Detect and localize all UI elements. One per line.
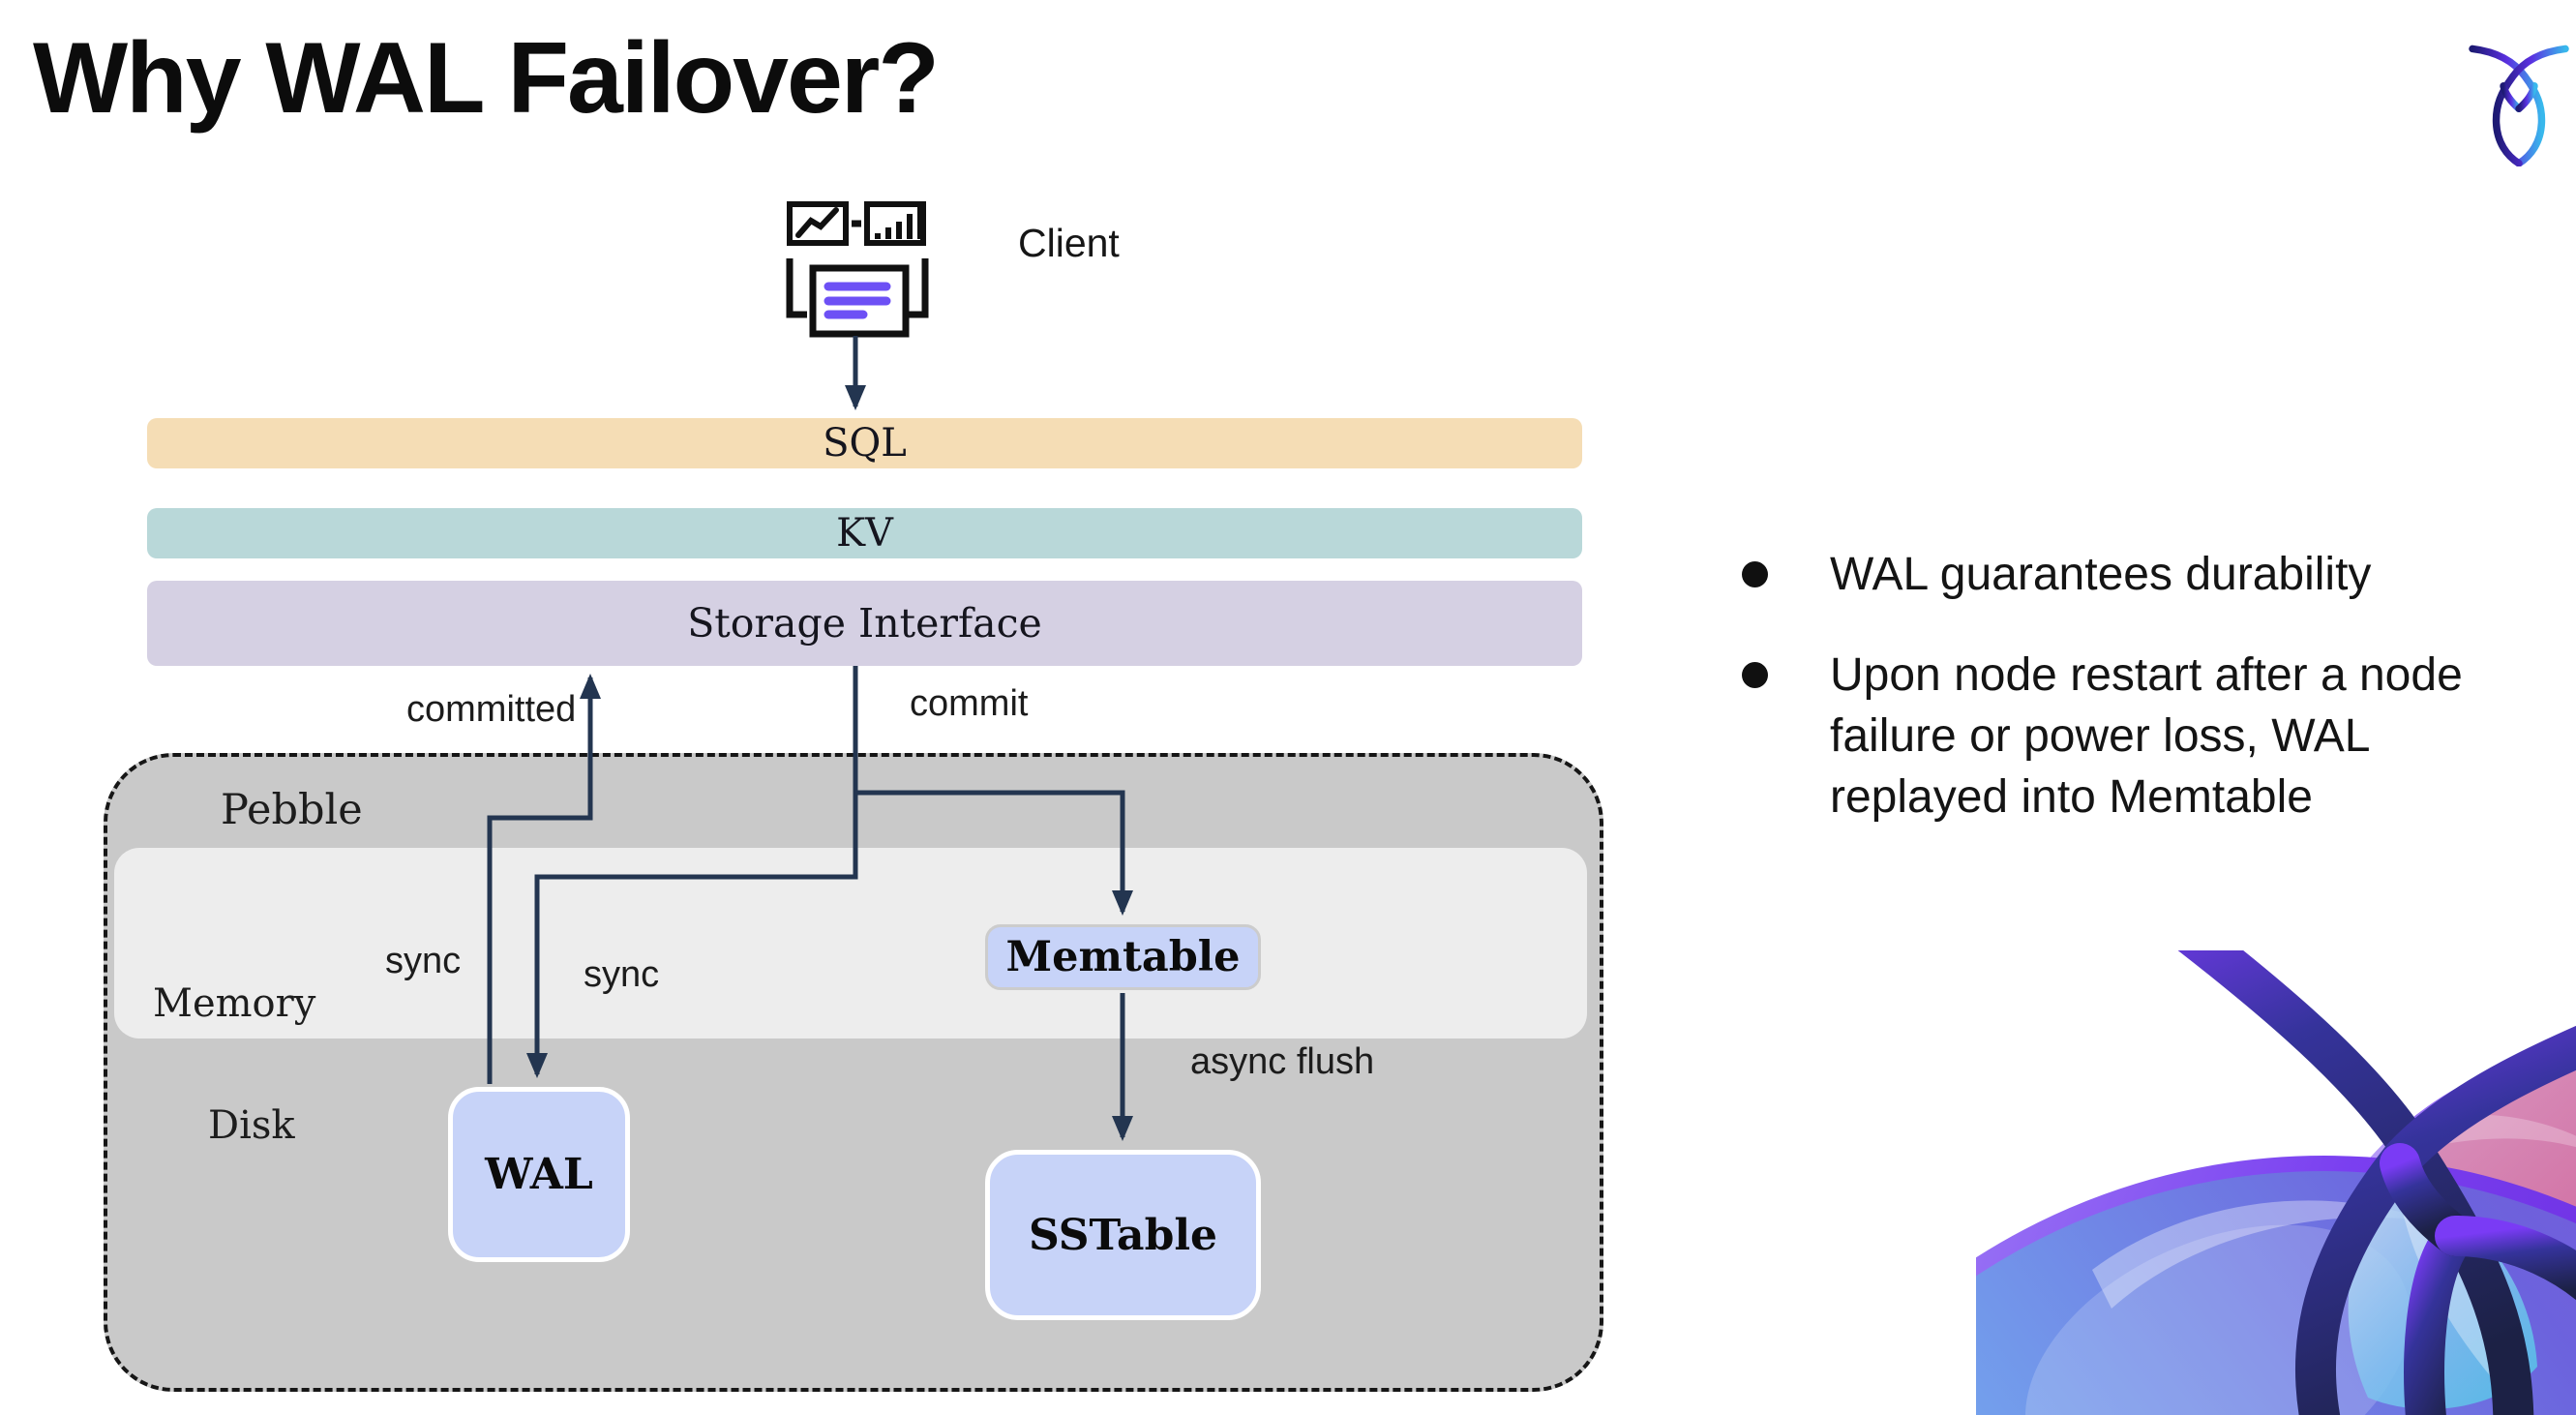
wal-label: WAL [485, 1150, 593, 1199]
sql-layer-label: SQL [823, 421, 907, 466]
roach-outline-shape [2177, 950, 2576, 1415]
memtable-box: Memtable [985, 924, 1261, 990]
wal-box: WAL [448, 1087, 630, 1262]
sql-layer-bar: SQL [147, 418, 1582, 468]
sstable-box: SSTable [985, 1150, 1261, 1320]
memtable-label: Memtable [1005, 933, 1241, 981]
bullet-text: WAL guarantees durability [1830, 549, 2372, 600]
brand-artwork [1976, 950, 2576, 1415]
committed-label: committed [406, 689, 577, 730]
storage-interface-bar: Storage Interface [147, 581, 1582, 666]
page-title: Why WAL Failover? [33, 22, 940, 135]
line-chart-icon [787, 201, 849, 246]
bullet-item: Upon node restart after a node failure o… [1742, 645, 2574, 828]
bullet-item: WAL guarantees durability [1742, 544, 2574, 605]
sstable-label: SSTable [1028, 1210, 1218, 1260]
storage-interface-label: Storage Interface [687, 600, 1042, 647]
client-label: Client [1018, 221, 1120, 265]
kv-layer-bar: KV [147, 508, 1582, 558]
memory-band [114, 848, 1587, 1039]
sync-right-label: sync [584, 954, 660, 995]
bullet-dot [1742, 662, 1768, 688]
pebble-label: Pebble [221, 786, 363, 834]
bullet-dot [1742, 561, 1768, 587]
bullet-text: Upon node restart after a node failure o… [1830, 649, 2463, 823]
kv-layer-label: KV [836, 511, 893, 556]
async-flush-label: async flush [1190, 1041, 1375, 1082]
commit-label: commit [910, 683, 1029, 724]
client-icon [786, 196, 929, 338]
disk-label: Disk [208, 1103, 295, 1148]
sync-left-label: sync [385, 941, 462, 981]
memory-label: Memory [153, 981, 316, 1026]
cockroachdb-logo-icon [2466, 43, 2572, 166]
